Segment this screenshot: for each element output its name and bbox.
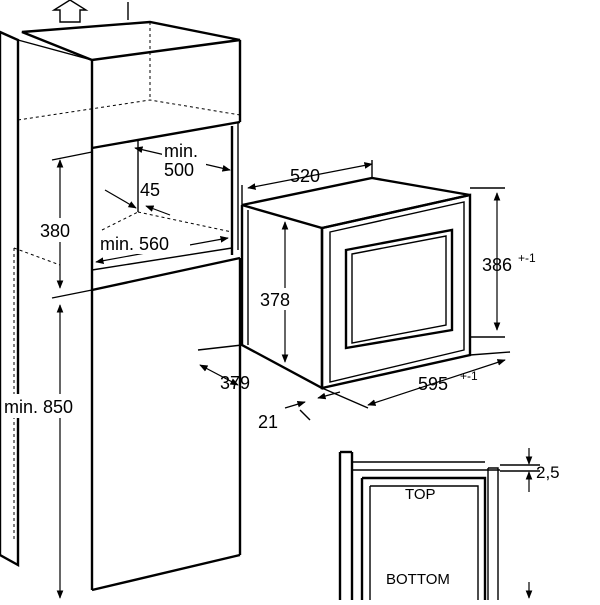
offset-45-arrow-right [145, 205, 171, 216]
offset-45-label: 45 [140, 180, 160, 200]
section-detail [338, 450, 500, 600]
gap-label: 2,5 [536, 463, 560, 482]
front-height-tolerance: +-1 [518, 251, 536, 265]
oven-depth-dimension [247, 162, 373, 190]
depth-value-label: 500 [164, 160, 194, 180]
top-label: TOP [405, 486, 436, 503]
body-width-dimension [199, 364, 239, 386]
width-min-label: min. 560 [100, 234, 169, 254]
front-width-tolerance: +-1 [460, 369, 478, 383]
front-thickness-label: 21 [258, 412, 278, 432]
oven-depth-label: 520 [290, 166, 320, 186]
tall-cabinet [0, 20, 242, 592]
niche-height-label: 380 [40, 221, 70, 241]
oven-body-height-label: 378 [260, 290, 290, 310]
front-thickness-arrow-right [317, 391, 341, 400]
body-width-label: 379 [220, 373, 250, 393]
front-width-dimension [367, 359, 506, 406]
floor-height-label: min. 850 [4, 397, 73, 417]
microwave-oven [240, 176, 472, 391]
front-width-label: 595 [418, 374, 448, 394]
front-height-label: 386 [482, 255, 512, 275]
front-thickness-arrow-left [284, 400, 306, 409]
ventilation-arrow-icon [51, 0, 89, 23]
bottom-label: BOTTOM [386, 571, 450, 588]
offset-45-arrow-left [104, 189, 137, 209]
depth-min-label: min. [164, 141, 198, 161]
